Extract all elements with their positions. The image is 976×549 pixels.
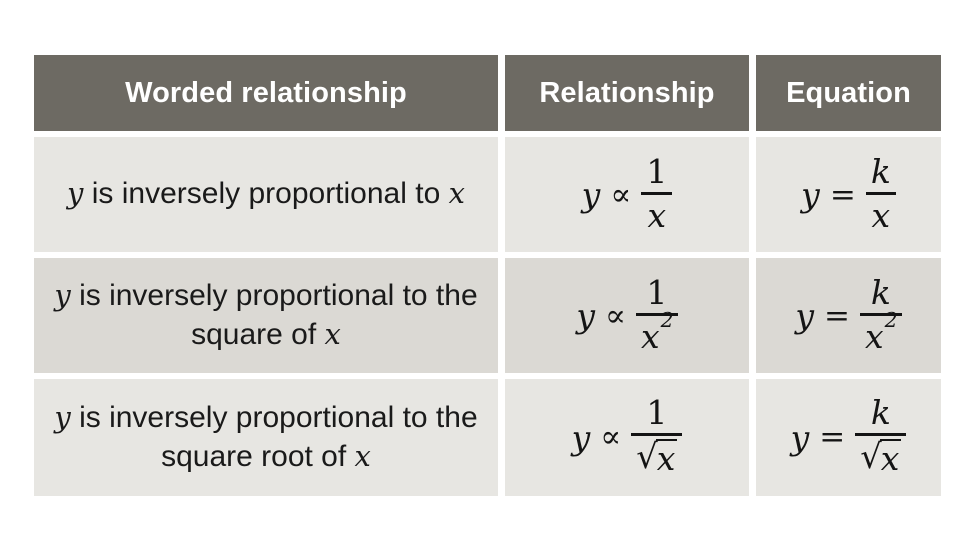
denominator-base: x — [865, 316, 884, 356]
fraction-numerator: 1 — [646, 272, 668, 312]
fraction-bar — [641, 191, 673, 195]
fraction: k x — [865, 151, 896, 235]
worded-line-1: is inversely proportional — [70, 401, 395, 435]
table-header-row: Worded relationship Relationship Equatio… — [34, 55, 941, 131]
variable-x: x — [324, 316, 341, 351]
cell-equation: y = k √x — [756, 379, 941, 496]
expression-lhs: y — [571, 417, 591, 457]
radical-symbol: √ — [636, 436, 658, 476]
equation-expression: y = k x2 — [794, 275, 902, 355]
fraction-denominator: x2 — [860, 310, 902, 356]
variable-x: x — [354, 438, 371, 473]
cell-equation: y = k x — [756, 137, 941, 252]
cell-relationship: y ∝ 1 x2 — [505, 258, 749, 373]
fraction-numerator: 1 — [646, 151, 668, 191]
cell-worded-relationship: y is inversely proportional to the squar… — [34, 379, 498, 496]
fraction-bar — [860, 312, 902, 316]
fraction-denominator: √x — [631, 436, 682, 478]
equals-operator: = — [819, 419, 846, 456]
fraction-bar — [636, 312, 678, 316]
square-root-icon: √x — [636, 436, 678, 478]
radicand: x — [879, 438, 902, 478]
fraction-bar — [631, 432, 683, 436]
proportional-to-operator: ∝ — [600, 419, 622, 456]
variable-y: y — [54, 400, 71, 435]
fraction: 1 x2 — [636, 275, 678, 354]
worded-line-1: is inversely proportional — [70, 279, 395, 313]
fraction-bar — [865, 191, 896, 195]
table-row: y is inversely proportional to x y ∝ 1 x — [34, 137, 941, 252]
denominator-exponent: 2 — [884, 307, 898, 332]
variable-y: y — [67, 176, 84, 211]
worded-line-2: to the square of — [191, 279, 478, 351]
fraction-numerator: k — [870, 393, 891, 433]
column-header-relationship: Relationship — [505, 55, 749, 131]
column-header-worded-relationship: Worded relationship — [34, 55, 498, 131]
worded-line-2: to the square root of — [161, 401, 478, 473]
fraction-denominator: x — [647, 195, 667, 235]
fraction-numerator: 1 — [646, 393, 668, 433]
cell-relationship: y ∝ 1 √x — [505, 379, 749, 496]
table-row: y is inversely proportional to the squar… — [34, 379, 941, 496]
column-header-label: Relationship — [539, 76, 715, 109]
fraction-denominator: √x — [855, 436, 906, 478]
fraction: k √x — [855, 393, 907, 478]
relationship-expression: y ∝ 1 √x — [571, 393, 684, 479]
cell-worded-relationship: y is inversely proportional to the squar… — [34, 258, 498, 373]
cell-relationship: y ∝ 1 x — [505, 137, 749, 252]
proportional-to-operator: ∝ — [610, 176, 632, 213]
fraction: 1 √x — [631, 393, 683, 478]
fraction: k x2 — [860, 275, 902, 354]
relationship-expression: y ∝ 1 x — [581, 151, 674, 235]
equals-operator: = — [824, 297, 850, 334]
variable-y: y — [54, 278, 71, 313]
square-root-icon: √x — [860, 436, 902, 478]
fraction-numerator: k — [870, 272, 891, 312]
fraction-numerator: k — [870, 151, 891, 191]
radical-symbol: √ — [860, 436, 882, 476]
denominator-exponent: 2 — [660, 307, 674, 332]
equation-expression: y = k √x — [790, 393, 908, 479]
worded-line-2: to — [415, 177, 449, 211]
worded-relationship-text: y is inversely proportional to the squar… — [48, 399, 484, 476]
cell-equation: y = k x2 — [756, 258, 941, 373]
expression-lhs: y — [790, 417, 810, 457]
expression-lhs: y — [581, 175, 601, 214]
proportional-to-operator: ∝ — [605, 297, 626, 334]
fraction-denominator: x — [871, 195, 891, 235]
worded-relationship-text: y is inversely proportional to the squar… — [48, 277, 484, 354]
fraction-bar — [855, 432, 907, 436]
fraction: 1 x — [641, 151, 673, 235]
radicand: x — [655, 438, 678, 478]
relationship-expression: y ∝ 1 x2 — [575, 275, 678, 355]
worded-relationship-text: y is inversely proportional to x — [67, 175, 465, 213]
table-row: y is inversely proportional to the squar… — [34, 258, 941, 373]
fraction-denominator: x2 — [636, 310, 678, 356]
denominator-base: x — [641, 316, 660, 356]
column-header-equation: Equation — [756, 55, 941, 131]
expression-lhs: y — [795, 296, 815, 335]
expression-lhs: y — [801, 175, 820, 214]
cell-worded-relationship: y is inversely proportional to x — [34, 137, 498, 252]
worded-line-1: is inversely proportional — [83, 177, 407, 211]
column-header-label: Worded relationship — [125, 76, 407, 109]
inverse-proportion-table: Worded relationship Relationship Equatio… — [34, 55, 941, 496]
equation-expression: y = k x — [800, 151, 897, 235]
column-header-label: Equation — [786, 76, 911, 109]
expression-lhs: y — [576, 296, 596, 335]
variable-x: x — [448, 176, 465, 211]
equals-operator: = — [829, 176, 856, 213]
